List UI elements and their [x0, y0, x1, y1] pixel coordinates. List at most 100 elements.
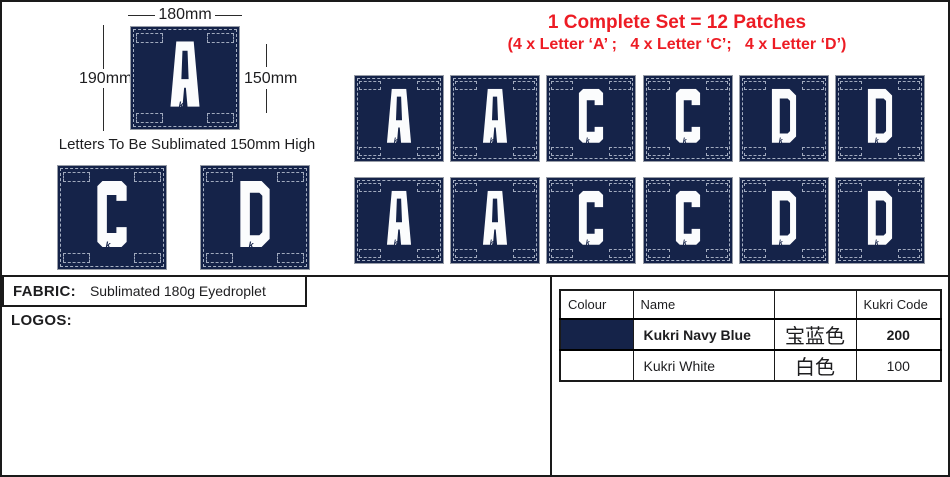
corner-stitch: [417, 147, 440, 157]
corner-stitch: [839, 147, 862, 157]
corner-stitch: [205, 171, 233, 183]
letter-a-glyph: [482, 88, 508, 143]
set-heading: 1 Complete Set = 12 Patches (4 x Letter …: [427, 11, 927, 55]
kukri-mark: k: [874, 138, 879, 146]
corner-stitch: [62, 252, 90, 264]
corner-stitch: [134, 252, 162, 264]
kukri-mark: k: [585, 138, 590, 146]
width-dimension-label: 180mm: [158, 6, 212, 23]
corner-stitch: [609, 182, 632, 192]
corner-stitch: [358, 147, 381, 157]
kukri-mark: k: [778, 240, 783, 248]
patch-c: k: [643, 177, 733, 264]
patch-d: k: [739, 75, 829, 162]
corner-stitch: [417, 249, 440, 259]
patch-d: k: [835, 177, 925, 264]
corner-stitch: [706, 249, 729, 259]
kukri-mark: k: [393, 240, 398, 248]
kukri-mark: k: [682, 240, 687, 248]
corner-stitch: [839, 249, 862, 259]
set-heading-line1: 1 Complete Set = 12 Patches: [547, 12, 807, 33]
letter-d-glyph: [867, 190, 893, 245]
dimension-line: [103, 25, 104, 69]
patch-a: k: [450, 177, 540, 264]
corner-stitch: [513, 249, 536, 259]
corner-stitch: [513, 182, 536, 192]
dimension-line: [266, 44, 267, 67]
table-header-name: Name: [632, 289, 775, 320]
dimension-width: 180mm: [128, 6, 243, 23]
kukri-mark: k: [489, 240, 494, 248]
colour-name-chinese: 白色: [773, 349, 857, 382]
kukri-mark: k: [489, 138, 494, 146]
kukri-mark: k: [178, 100, 184, 111]
corner-stitch: [647, 249, 670, 259]
corner-stitch: [706, 182, 729, 192]
corner-stitch: [513, 147, 536, 157]
corner-stitch: [417, 182, 440, 192]
column-divider: [550, 275, 552, 475]
stitch-border: [549, 180, 633, 261]
fabric-label: FABRIC:: [13, 282, 76, 300]
stitch-border: [133, 29, 237, 127]
kukri-mark: k: [874, 240, 879, 248]
letter-c-glyph: [675, 190, 701, 245]
corner-stitch: [417, 80, 440, 90]
dimension-line: [103, 88, 104, 131]
corner-stitch: [802, 182, 825, 192]
corner-stitch: [277, 171, 305, 183]
section-divider: [2, 275, 948, 277]
colour-name: Kukri Navy Blue: [632, 318, 775, 351]
letter-d-glyph: [771, 88, 797, 143]
corner-stitch: [358, 249, 381, 259]
kukri-mark: k: [682, 138, 687, 146]
patch-c: k: [643, 75, 733, 162]
corner-stitch: [550, 80, 573, 90]
corner-stitch: [358, 80, 381, 90]
letter-a-glyph: [386, 88, 412, 143]
patch-a: k: [354, 75, 444, 162]
corner-stitch: [454, 249, 477, 259]
patch-c: k: [57, 165, 167, 270]
letter-c-glyph: [578, 88, 604, 143]
dimension-line: [128, 14, 156, 16]
letter-d-glyph: [867, 88, 893, 143]
stitch-border: [357, 180, 441, 261]
corner-stitch: [135, 112, 163, 124]
corner-stitch: [743, 147, 766, 157]
table-header-kukri-code: Kukri Code: [855, 289, 942, 320]
letter-c-glyph: [578, 190, 604, 245]
letter-a-glyph: [386, 190, 412, 245]
logos-label: LOGOS:: [11, 312, 72, 329]
table-header-blank: [773, 289, 857, 320]
dimension-line: [214, 14, 243, 16]
colour-name: Kukri White: [632, 349, 775, 382]
colour-name-chinese: 宝蓝色: [773, 318, 857, 351]
patch-a: k: [450, 75, 540, 162]
corner-stitch: [207, 32, 235, 44]
stitch-border: [453, 78, 537, 159]
stitch-border: [838, 78, 922, 159]
sublimation-note: Letters To Be Sublimated 150mm High: [58, 136, 316, 153]
corner-stitch: [609, 249, 632, 259]
letter-c-glyph: [97, 180, 127, 247]
corner-stitch: [513, 80, 536, 90]
height-right-dimension-label: 150mm: [244, 70, 298, 87]
stitch-border: [646, 78, 730, 159]
corner-stitch: [205, 252, 233, 264]
patch-c: k: [546, 75, 636, 162]
corner-stitch: [609, 147, 632, 157]
fabric-value: Sublimated 180g Eyedroplet: [89, 283, 266, 299]
stitch-border: [203, 168, 307, 267]
table-header-colour: Colour: [559, 289, 634, 320]
corner-stitch: [277, 252, 305, 264]
stitch-border: [453, 180, 537, 261]
corner-stitch: [62, 171, 90, 183]
corner-stitch: [743, 249, 766, 259]
corner-stitch: [839, 80, 862, 90]
corner-stitch: [647, 182, 670, 192]
patch-a: k: [354, 177, 444, 264]
